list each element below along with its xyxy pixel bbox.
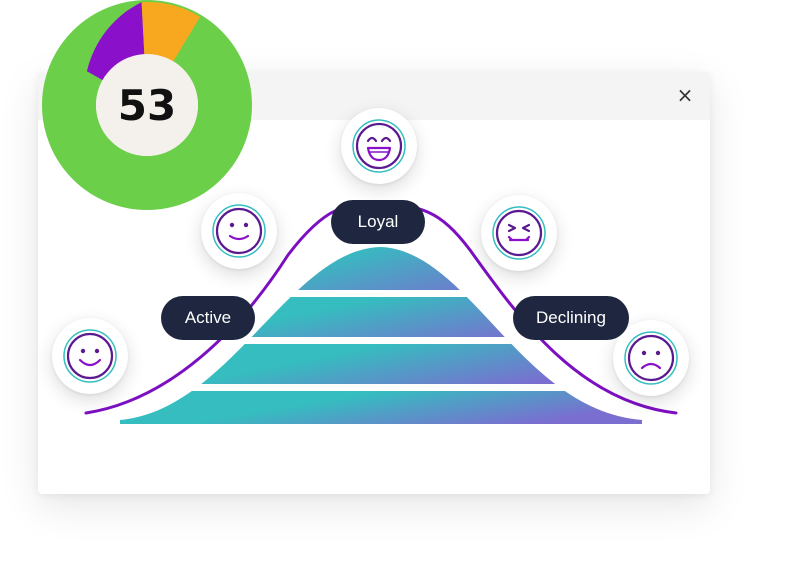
face-grimace xyxy=(481,195,557,271)
score-value: 53 xyxy=(117,80,177,130)
close-button[interactable]: × xyxy=(676,83,694,107)
pyramid-band xyxy=(120,391,642,424)
face-frown xyxy=(613,320,689,396)
stage-label-declining[interactable]: Declining xyxy=(513,296,629,340)
happy-icon xyxy=(212,204,266,258)
face-big-grin xyxy=(341,108,417,184)
big-grin-icon xyxy=(352,119,406,173)
face-smile xyxy=(52,318,128,394)
grimace-icon xyxy=(492,206,546,260)
stage-label-loyal[interactable]: Loyal xyxy=(331,200,425,244)
stage-label-active[interactable]: Active xyxy=(161,296,255,340)
score-gauge: 53 xyxy=(42,0,252,210)
pyramid-band xyxy=(120,247,642,290)
pyramid-band xyxy=(120,344,642,384)
face-happy xyxy=(201,193,277,269)
score-donut xyxy=(42,0,252,210)
frown-icon xyxy=(624,331,678,385)
smile-icon xyxy=(63,329,117,383)
